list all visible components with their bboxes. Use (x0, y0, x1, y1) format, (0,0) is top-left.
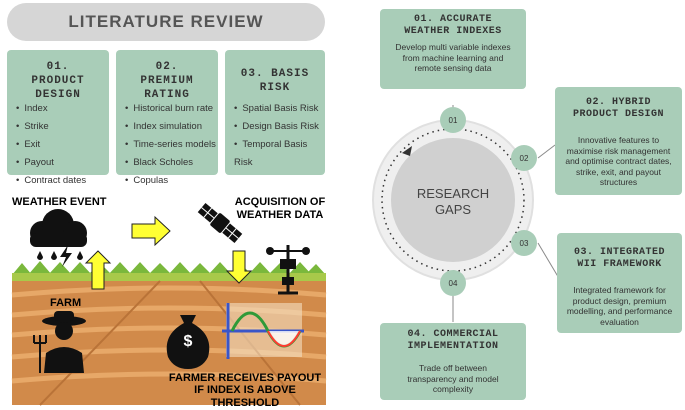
gap-box-accurate-weather-indexes: 01. ACCURATE WEATHER INDEXES Develop mul… (380, 9, 526, 89)
list-item: Time-series models (125, 136, 218, 154)
column-list: Index Strike Exit Payout Contract dates (7, 90, 109, 190)
acquisition-label: ACQUISITION OF WEATHER DATA (234, 196, 326, 221)
gap-box-title: 01. ACCURATE WEATHER INDEXES (404, 14, 502, 37)
grass-strip (12, 273, 326, 281)
gap-box-integrated-wii-framework: 03. INTEGRATED WII FRAMEWORK Integrated … (557, 233, 682, 333)
gap-box-commercial-implementation: 04. COMMERCIAL IMPLEMENTATION Trade off … (380, 323, 526, 400)
gap-number-01: 01 (440, 107, 466, 133)
list-item: Temporal Basis Risk (234, 136, 325, 172)
farm-scene (11, 202, 327, 406)
gap-box-body: Develop multi variable indexes from mach… (395, 42, 511, 73)
list-item: Payout (16, 154, 109, 172)
list-item: Black Scholes (125, 154, 218, 172)
list-item: Design Basis Risk (234, 118, 325, 136)
list-item: Contract dates (16, 172, 109, 190)
gap-box-title: 04. COMMERCIAL IMPLEMENTATION (407, 329, 499, 352)
column-list: Historical burn rate Index simulation Ti… (116, 90, 218, 190)
list-item: Spatial Basis Risk (234, 100, 325, 118)
hills (12, 261, 326, 275)
farm-label: FARM (50, 297, 82, 309)
list-item: Exit (16, 136, 109, 154)
gap-ring-inner (391, 138, 515, 262)
money-bag-icon (166, 315, 210, 369)
farmer-icon (33, 311, 86, 373)
column-list: Spatial Basis Risk Design Basis Risk Tem… (225, 90, 325, 172)
column-title: 02. PREMIUM RATING (140, 61, 194, 101)
weather-event-label: WEATHER EVENT (12, 196, 107, 208)
arrow-right-icon (131, 215, 171, 247)
list-item: Historical burn rate (125, 100, 218, 118)
arrow-down-icon (225, 250, 253, 284)
list-item: Index (16, 100, 109, 118)
money-bag-dollar: $ (183, 333, 193, 350)
satellite-icon (197, 202, 243, 244)
list-item: Copulas (125, 172, 218, 190)
list-item: Index simulation (125, 118, 218, 136)
research-gaps-diagram (372, 105, 561, 322)
gap-box-title: 02. HYBRID PRODUCT DESIGN (572, 97, 664, 120)
column-title: 03. BASIS RISK (240, 68, 310, 94)
gap-box-body: Integrated framework for product design,… (566, 285, 673, 327)
storm-cloud-icon (30, 209, 87, 267)
list-item: Strike (16, 118, 109, 136)
index-payout-graph (222, 303, 304, 359)
payout-line-2: IF INDEX IS ABOVE THRESHOLD (194, 384, 296, 409)
payout-line-1: FARMER RECEIVES PAYOUT (168, 372, 322, 384)
literature-review-title: LITERATURE REVIEW (7, 3, 325, 41)
gap-box-body: Trade off between transparency and model… (407, 363, 499, 394)
gap-number-02: 02 (511, 145, 537, 171)
column-title: 01. PRODUCT DESIGN (31, 61, 85, 101)
weather-station-icon (266, 245, 310, 295)
cycle-arrow-icon (402, 146, 412, 156)
arrow-up-icon (84, 250, 112, 290)
gap-box-body: Innovative features to maximise risk man… (565, 135, 672, 187)
column-premium-rating: 02. PREMIUM RATING Historical burn rate … (116, 50, 218, 186)
research-gaps-center-label: RESEARCH GAPS (416, 186, 490, 217)
gap-box-title: 03. INTEGRATED WII FRAMEWORK (573, 247, 665, 270)
gap-number-04: 04 (440, 270, 466, 296)
column-product-design: 01. PRODUCT DESIGN Index Strike Exit Pay… (7, 50, 109, 186)
gap-number-03: 03 (511, 230, 537, 256)
column-basis-risk: 03. BASIS RISK Spatial Basis Risk Design… (225, 50, 325, 175)
gap-box-hybrid-product-design: 02. HYBRID PRODUCT DESIGN Innovative fea… (555, 87, 682, 195)
